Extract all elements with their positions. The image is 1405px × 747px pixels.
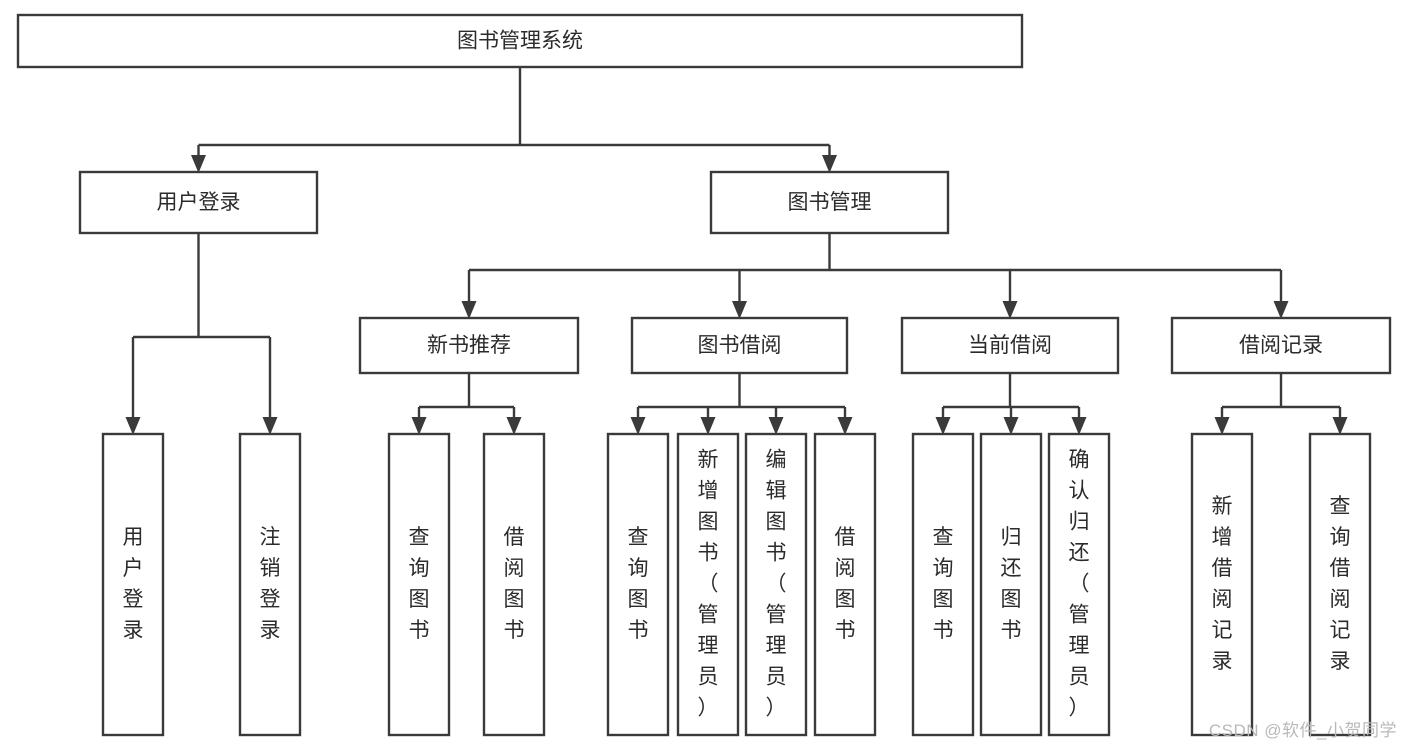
node-label-leaf-borrow-book: 借阅图书	[835, 526, 856, 642]
node-label-leaf-edit-book-admin: 编辑图书（管理员）	[766, 448, 787, 719]
node-leaf-query-borrow-record[interactable]: 查询借阅记录	[1308, 432, 1372, 737]
arrow-icon-leaf-query-books-borrow	[630, 417, 646, 435]
node-current-borrow[interactable]: 当前借阅	[900, 316, 1120, 375]
node-label-leaf-query-books-current: 查询图书	[933, 526, 954, 642]
arrow-icon-book-management	[822, 155, 837, 173]
node-box-leaf-edit-book-admin	[744, 432, 808, 737]
node-leaf-user-login[interactable]: 用户登录	[101, 432, 165, 737]
arrow-icon-leaf-edit-book-admin	[768, 417, 784, 435]
node-box-leaf-confirm-return-admin	[1047, 432, 1111, 737]
node-label-root: 图书管理系统	[457, 30, 583, 53]
node-label-leaf-query-books-borrow: 查询图书	[628, 526, 649, 642]
node-label-leaf-query-books-recommend: 查询图书	[409, 526, 430, 642]
node-leaf-add-book-admin[interactable]: 新增图书（管理员）	[676, 432, 740, 737]
node-box-leaf-borrow-book	[813, 432, 877, 737]
node-box-book-management	[709, 170, 950, 235]
node-box-leaf-add-book-admin	[676, 432, 740, 737]
arrow-icon-new-book-recommend	[461, 301, 477, 319]
node-label-leaf-add-borrow-record: 新增借阅记录	[1212, 495, 1233, 673]
node-leaf-borrow-books-recommend[interactable]: 借阅图书	[482, 432, 546, 737]
node-leaf-borrow-book[interactable]: 借阅图书	[813, 432, 877, 737]
node-box-leaf-query-books-current	[911, 432, 975, 737]
arrow-icon-leaf-user-login	[125, 417, 141, 435]
node-new-book-recommend[interactable]: 新书推荐	[358, 316, 580, 375]
arrow-icon-leaf-add-borrow-record	[1214, 417, 1230, 435]
node-box-leaf-borrow-books-recommend	[482, 432, 546, 737]
node-box-leaf-add-borrow-record	[1190, 432, 1254, 737]
arrow-icon-borrow-records	[1273, 301, 1289, 319]
node-box-leaf-logout	[238, 432, 302, 737]
arrow-icon-leaf-add-book-admin	[700, 417, 716, 435]
node-leaf-add-borrow-record[interactable]: 新增借阅记录	[1190, 432, 1254, 737]
node-label-book-management: 图书管理	[788, 191, 872, 214]
node-root[interactable]: 图书管理系统	[16, 13, 1024, 69]
node-label-leaf-user-login: 用户登录	[123, 526, 144, 642]
node-leaf-logout[interactable]: 注销登录	[238, 432, 302, 737]
node-leaf-query-books-recommend[interactable]: 查询图书	[387, 432, 451, 737]
node-label-borrow-records: 借阅记录	[1239, 334, 1323, 357]
node-label-leaf-confirm-return-admin: 确认归还（管理员）	[1069, 448, 1090, 719]
node-label-leaf-return-book: 归还图书	[1001, 526, 1022, 642]
node-box-current-borrow	[900, 316, 1120, 375]
node-box-leaf-query-borrow-record	[1308, 432, 1372, 737]
arrow-icon-user-login	[191, 155, 206, 173]
node-box-leaf-query-books-borrow	[606, 432, 670, 737]
node-box-leaf-user-login	[101, 432, 165, 737]
node-book-borrow[interactable]: 图书借阅	[630, 316, 849, 375]
node-label-user-login: 用户登录	[157, 191, 241, 214]
arrow-icon-current-borrow	[1002, 301, 1018, 319]
node-box-leaf-return-book	[979, 432, 1043, 737]
node-label-leaf-add-book-admin: 新增图书（管理员）	[698, 448, 719, 719]
node-box-new-book-recommend	[358, 316, 580, 375]
node-leaf-query-books-current[interactable]: 查询图书	[911, 432, 975, 737]
arrow-icon-leaf-query-books-recommend	[411, 417, 427, 435]
arrow-icon-leaf-borrow-book	[837, 417, 853, 435]
arrow-icon-leaf-query-borrow-record	[1332, 417, 1348, 435]
node-box-borrow-records	[1170, 316, 1392, 375]
node-label-leaf-query-borrow-record: 查询借阅记录	[1330, 495, 1351, 673]
node-leaf-edit-book-admin[interactable]: 编辑图书（管理员）	[744, 432, 808, 737]
arrow-icon-leaf-confirm-return-admin	[1071, 417, 1087, 435]
node-borrow-records[interactable]: 借阅记录	[1170, 316, 1392, 375]
arrow-icon-leaf-borrow-books-recommend	[506, 417, 522, 435]
arrow-icon-leaf-query-books-current	[935, 417, 951, 435]
node-user-login[interactable]: 用户登录	[78, 170, 319, 235]
arrow-icon-leaf-return-book	[1003, 417, 1019, 435]
node-box-user-login	[78, 170, 319, 235]
arrow-icon-book-borrow	[732, 301, 747, 319]
connector-layer	[125, 67, 1348, 435]
node-layer: 图书管理系统用户登录图书管理新书推荐图书借阅当前借阅借阅记录用户登录注销登录查询…	[16, 13, 1392, 737]
node-box-leaf-query-books-recommend	[387, 432, 451, 737]
node-book-management[interactable]: 图书管理	[709, 170, 950, 235]
node-label-current-borrow: 当前借阅	[968, 334, 1052, 357]
node-box-book-borrow	[630, 316, 849, 375]
node-box-root	[16, 13, 1024, 69]
node-label-leaf-borrow-books-recommend: 借阅图书	[504, 526, 525, 642]
arrow-icon-leaf-logout	[262, 417, 278, 435]
node-label-new-book-recommend: 新书推荐	[427, 334, 511, 357]
node-leaf-confirm-return-admin[interactable]: 确认归还（管理员）	[1047, 432, 1111, 737]
node-label-book-borrow: 图书借阅	[698, 334, 782, 357]
node-leaf-query-books-borrow[interactable]: 查询图书	[606, 432, 670, 737]
node-leaf-return-book[interactable]: 归还图书	[979, 432, 1043, 737]
node-label-leaf-logout: 注销登录	[260, 526, 281, 642]
